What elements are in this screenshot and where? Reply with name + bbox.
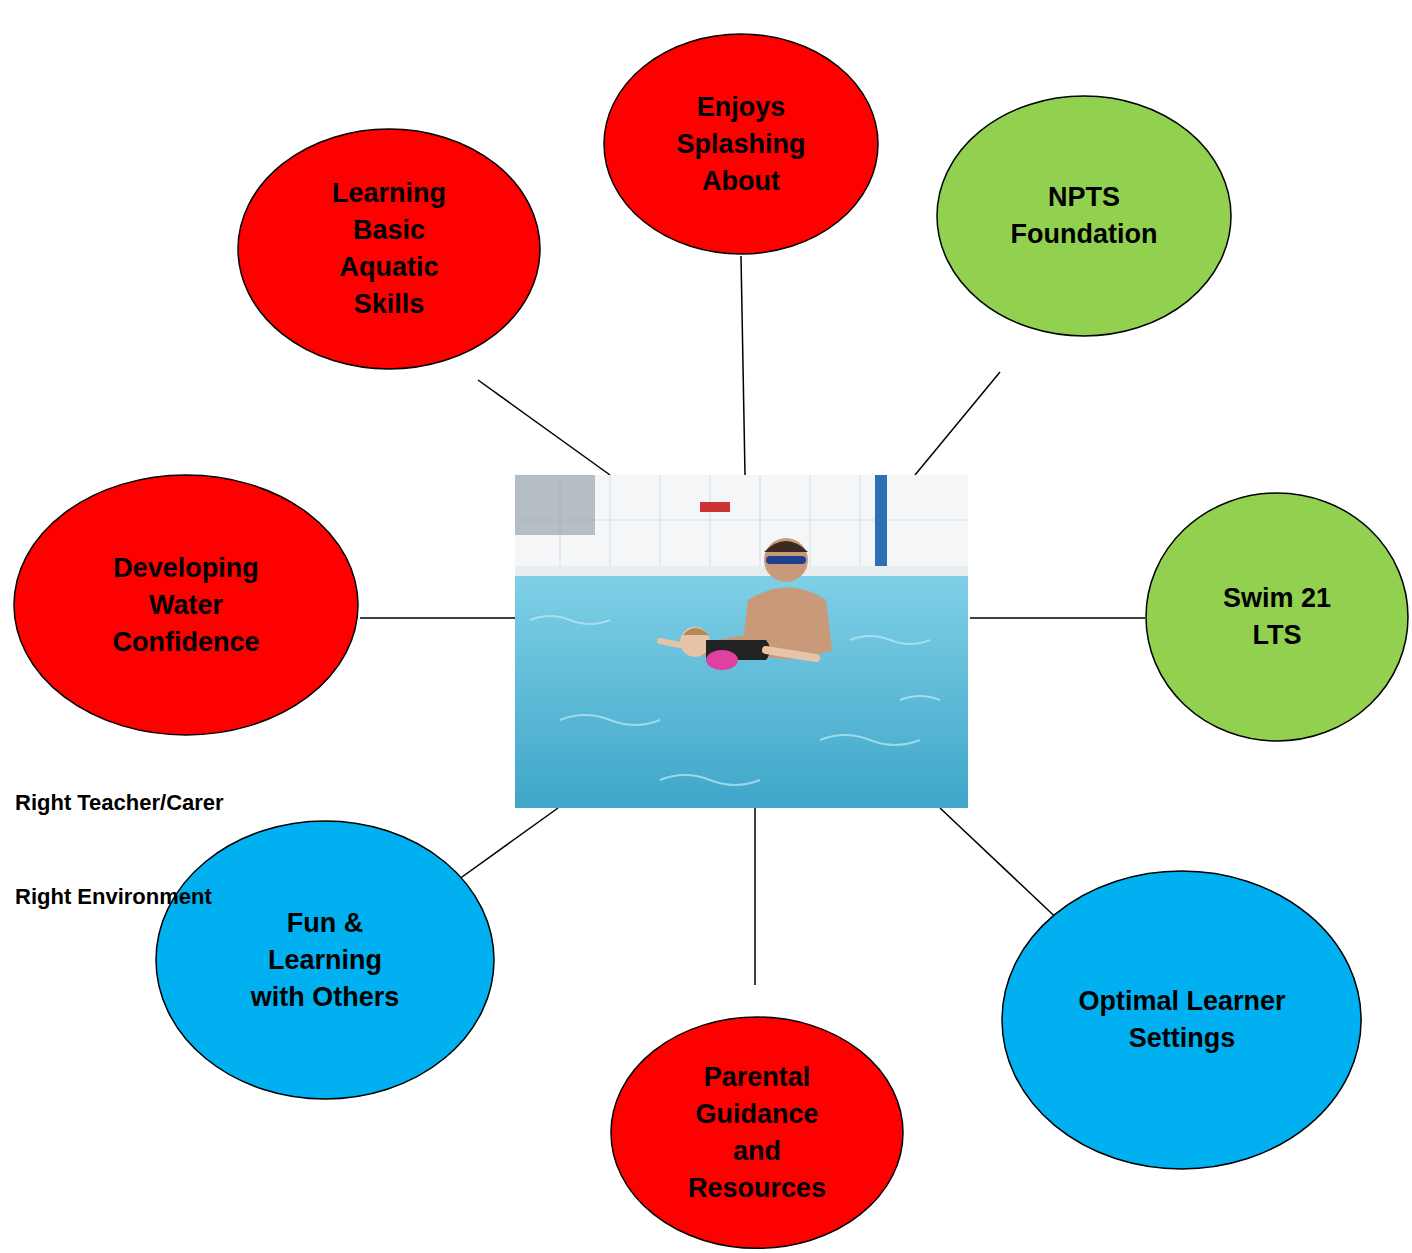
circle-outline: [237, 128, 541, 370]
node-label: Learning Basic Aquatic Skills: [319, 175, 459, 323]
leader-line: [360, 617, 515, 619]
circle-shape: [238, 129, 540, 369]
circle-outline: [1145, 492, 1409, 742]
child-figure: [660, 627, 816, 670]
circle-shape: [1002, 871, 1361, 1169]
circle-node: Optimal Learner Settings: [1001, 870, 1362, 1170]
circle-node: Enjoys Splashing About: [603, 33, 879, 255]
node-label: Parental Guidance and Resources: [682, 1059, 832, 1207]
node-label: Optimal Learner Settings: [1062, 983, 1302, 1057]
circle-outline: [1001, 870, 1362, 1170]
circle-shape: [156, 821, 494, 1099]
circle-outline: [936, 95, 1232, 337]
circle-shape: [604, 34, 878, 254]
leader-lines: [360, 256, 1145, 985]
blue-tile-strip: [875, 475, 887, 570]
wall-sign: [700, 502, 730, 512]
photo-frame: [515, 475, 968, 808]
circle-node: Parental Guidance and Resources: [610, 1016, 904, 1249]
leader-line: [915, 372, 1000, 475]
tiled-wall: [515, 475, 968, 570]
window-reflection: [515, 475, 595, 535]
circle-node: Swim 21 LTS: [1145, 492, 1409, 742]
leader-line: [970, 617, 1145, 619]
node-label: NPTS Foundation: [999, 179, 1169, 253]
node-label: Fun & Learning with Others: [245, 905, 405, 1016]
node-label: Swim 21 LTS: [1212, 580, 1342, 654]
leader-line: [940, 808, 1065, 926]
circle-node: Learning Basic Aquatic Skills: [237, 128, 541, 370]
circle-node: Fun & Learning with Others: [155, 820, 495, 1100]
leader-line: [478, 380, 610, 475]
circle-node: NPTS Foundation: [936, 95, 1232, 337]
leader-line: [741, 256, 745, 475]
node-label: Enjoys Splashing About: [656, 89, 826, 200]
teacher-figure: [702, 538, 832, 659]
circle-shape: [611, 1017, 903, 1248]
pool-photo: [515, 475, 968, 808]
circle-shape: [14, 475, 358, 735]
circle-shape: [1146, 493, 1408, 741]
side-note: Right Teacher/Carer: [15, 789, 224, 817]
side-note: Right Environment: [15, 883, 212, 911]
node-label: Developing Water Confidence: [96, 550, 276, 661]
leader-line: [754, 808, 756, 985]
pool-edge: [515, 566, 968, 576]
circle-outline: [610, 1016, 904, 1249]
circle-node: Developing Water Confidence: [13, 474, 359, 736]
wall-tiles: [515, 475, 968, 570]
water-ripples: [530, 616, 940, 785]
leader-line: [455, 808, 558, 882]
circle-shape: [937, 96, 1231, 336]
pool-water: [515, 576, 968, 808]
